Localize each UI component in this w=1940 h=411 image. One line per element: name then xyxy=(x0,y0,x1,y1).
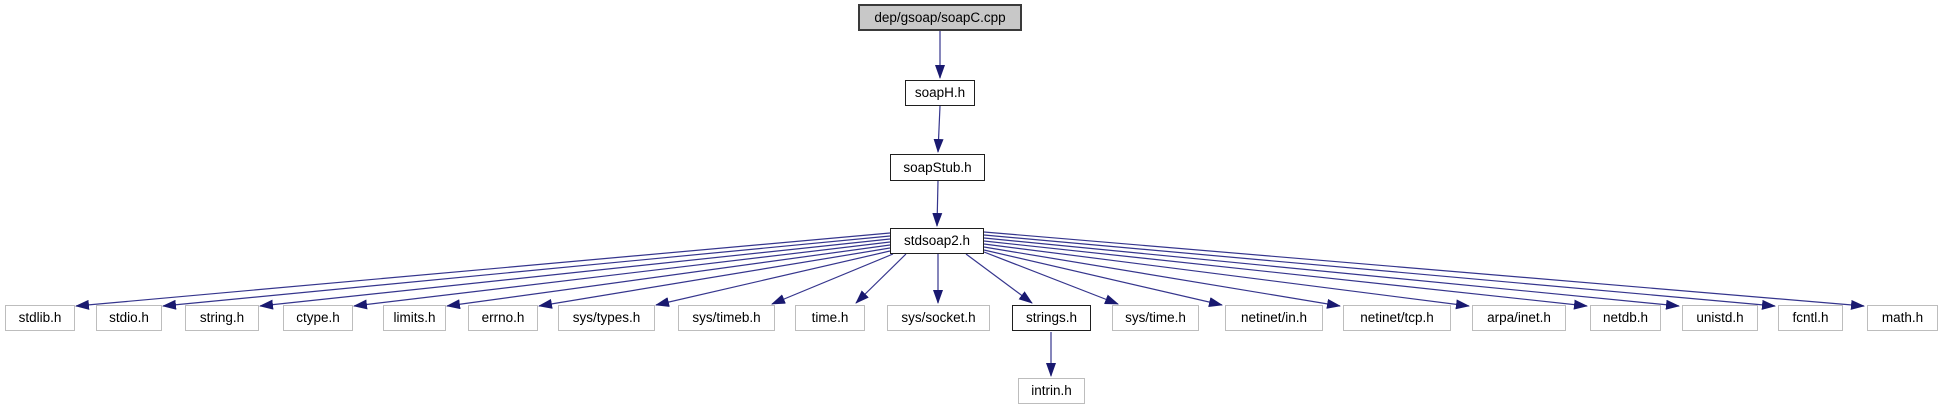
edge-stdsoap2-h-to-strings-h xyxy=(965,253,1033,304)
graph-node-time-h: time.h xyxy=(795,305,865,331)
graph-node-stdio-h: stdio.h xyxy=(96,305,162,331)
edge-soapH-h-to-soapStub-h xyxy=(933,105,944,153)
edge-stdsoap2-h-to-ctype-h xyxy=(353,241,891,310)
graph-node-sys-types-h: sys/types.h xyxy=(558,305,655,331)
edge-stdsoap2-h-to-math-h xyxy=(983,231,1865,310)
graph-node-netinet-in-h: netinet/in.h xyxy=(1225,305,1323,331)
graph-node-sys-timeb-h: sys/timeb.h xyxy=(678,305,775,331)
edge-stdsoap2-h-to-sys-time-h xyxy=(983,251,1119,305)
dependency-edges xyxy=(75,31,1865,377)
edge-stdsoap2-h-to-string-h xyxy=(259,238,891,310)
edge-stdsoap2-h-to-stdio-h xyxy=(162,235,891,310)
edge-stdsoap2-h-to-stdlib-h xyxy=(75,232,891,310)
edge-stdsoap2-h-to-sys-types-h xyxy=(655,250,891,307)
graph-node-intrin-h: intrin.h xyxy=(1018,378,1085,404)
edge-stdsoap2-h-to-sys-timeb-h xyxy=(771,253,894,305)
graph-node-sys-socket-h: sys/socket.h xyxy=(887,305,990,331)
graph-node-strings-h[interactable]: strings.h xyxy=(1012,305,1091,331)
graph-node-soapStub-h[interactable]: soapStub.h xyxy=(890,154,985,181)
edge-stdsoap2-h-to-limits-h xyxy=(446,244,891,310)
edge-stdsoap2-h-to-time-h xyxy=(855,253,907,304)
graph-node-sys-time-h: sys/time.h xyxy=(1112,305,1199,331)
graph-node-netinet-tcp-h: netinet/tcp.h xyxy=(1343,305,1451,331)
edge-stdsoap2-h-to-errno-h xyxy=(538,247,891,309)
edge-stdsoap2-h-to-netdb-h xyxy=(983,240,1588,310)
graph-node-string-h: string.h xyxy=(185,305,259,331)
graph-node-dep-gsoap-soapC-cpp: dep/gsoap/soapC.cpp xyxy=(858,4,1022,31)
graph-node-netdb-h: netdb.h xyxy=(1590,305,1661,331)
graph-node-stdsoap2-h[interactable]: stdsoap2.h xyxy=(890,228,984,254)
graph-node-arpa-inet-h: arpa/inet.h xyxy=(1472,305,1566,331)
graph-node-math-h: math.h xyxy=(1867,305,1938,331)
edge-stdsoap2-h-to-arpa-inet-h xyxy=(983,243,1470,310)
graph-node-ctype-h: ctype.h xyxy=(283,305,353,331)
edge-stdsoap2-h-to-netinet-tcp-h xyxy=(983,246,1341,309)
graph-node-stdlib-h: stdlib.h xyxy=(5,305,75,331)
edge-stdsoap2-h-to-netinet-in-h xyxy=(983,249,1223,307)
graph-node-errno-h: errno.h xyxy=(468,305,538,331)
edge-stdsoap2-h-to-fcntl-h xyxy=(983,234,1776,310)
edge-soapStub-h-to-stdsoap2-h xyxy=(932,180,943,227)
graph-node-soapH-h[interactable]: soapH.h xyxy=(905,80,975,106)
graph-node-limits-h: limits.h xyxy=(383,305,446,331)
edge-stdsoap2-h-to-unistd-h xyxy=(983,237,1680,310)
graph-node-fcntl-h: fcntl.h xyxy=(1778,305,1843,331)
graph-node-unistd-h: unistd.h xyxy=(1682,305,1758,331)
